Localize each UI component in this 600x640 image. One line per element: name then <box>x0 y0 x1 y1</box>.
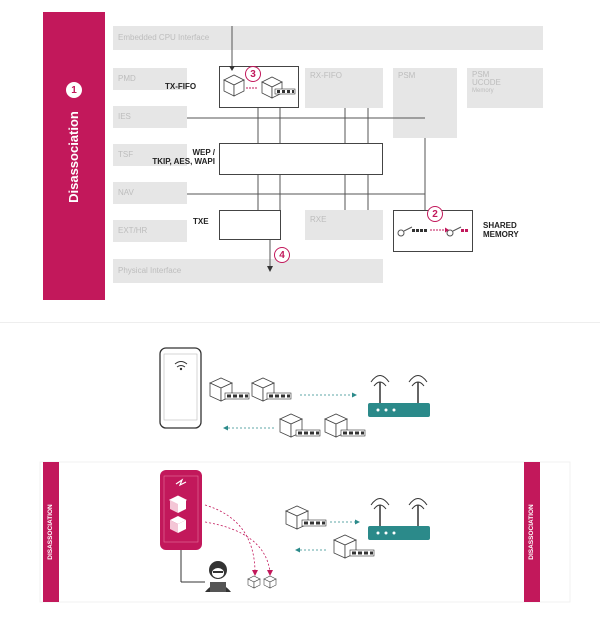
shared-memory-label: SHARED MEMORY <box>483 221 519 239</box>
packet-data-cells <box>224 392 366 437</box>
disassociation-bar-left <box>43 462 59 602</box>
bottom-panel: DISASSOCIATION DISASSOCIATION <box>0 330 600 640</box>
tx-fifo-data-cells <box>274 88 296 95</box>
block-pmd: PMD <box>113 68 187 90</box>
step-3-marker: 3 <box>245 66 261 82</box>
wep-label: WEP / TKIP, AES, WAPI <box>151 148 215 166</box>
phone-icon <box>159 347 202 429</box>
disassociation-label-right: DISASSOCIATION <box>528 504 535 560</box>
step-4-marker: 4 <box>274 247 290 263</box>
step-1-marker: 1 <box>66 82 82 98</box>
psm-ucode-line-1: PSM <box>472 70 490 79</box>
wep-box <box>219 143 383 175</box>
key-icon <box>397 226 462 237</box>
block-psm-ucode: PSM UCODE Memory <box>467 68 543 108</box>
communication-diagram <box>39 347 571 603</box>
block-ies: IES <box>113 106 187 128</box>
tx-fifo-label: TX-FIFO <box>165 82 197 91</box>
psm-ucode-line-2: UCODE <box>472 78 501 87</box>
txe-label: TXE <box>193 217 209 226</box>
block-psm: PSM <box>393 68 457 138</box>
section-divider <box>0 322 600 323</box>
top-panel: 1 Disassociation Embedded CPU Interface … <box>0 0 600 310</box>
router-icon-scene-2 <box>368 498 430 540</box>
cpu-interface-bar: Embedded CPU Interface <box>113 26 543 50</box>
disassociation-banner <box>43 12 105 300</box>
router-icon <box>368 375 430 417</box>
compromised-phone-icon <box>160 470 202 550</box>
shared-memory-line-2: MEMORY <box>483 230 519 239</box>
wep-label-line-1: WEP / <box>192 148 215 157</box>
block-tsf: TSF <box>113 144 187 166</box>
txe-box <box>219 210 281 240</box>
block-rx-fifo: RX-FIFO <box>305 68 383 108</box>
tx-fifo-packet-icon <box>223 74 283 99</box>
key-data-cells <box>412 229 468 232</box>
shared-memory-line-1: SHARED <box>483 221 517 230</box>
block-ext-hr: EXT/HR <box>113 220 187 242</box>
hacker-icon <box>180 550 231 592</box>
dropped-packet-icon <box>247 575 277 589</box>
psm-ucode-line-3: Memory <box>472 88 494 94</box>
disassociation-bar-right <box>524 462 540 602</box>
packet-data-cells-scene-2 <box>301 519 375 557</box>
step-2-marker: 2 <box>427 206 443 222</box>
packet-icon <box>209 377 348 438</box>
physical-interface-bar: Physical Interface <box>113 259 383 283</box>
wep-label-line-2: TKIP, AES, WAPI <box>152 157 215 166</box>
block-rxe: RXE <box>305 210 383 240</box>
top-connections <box>187 26 468 272</box>
block-nav: NAV <box>113 182 187 204</box>
disassociation-label-left: DISASSOCIATION <box>47 504 54 560</box>
